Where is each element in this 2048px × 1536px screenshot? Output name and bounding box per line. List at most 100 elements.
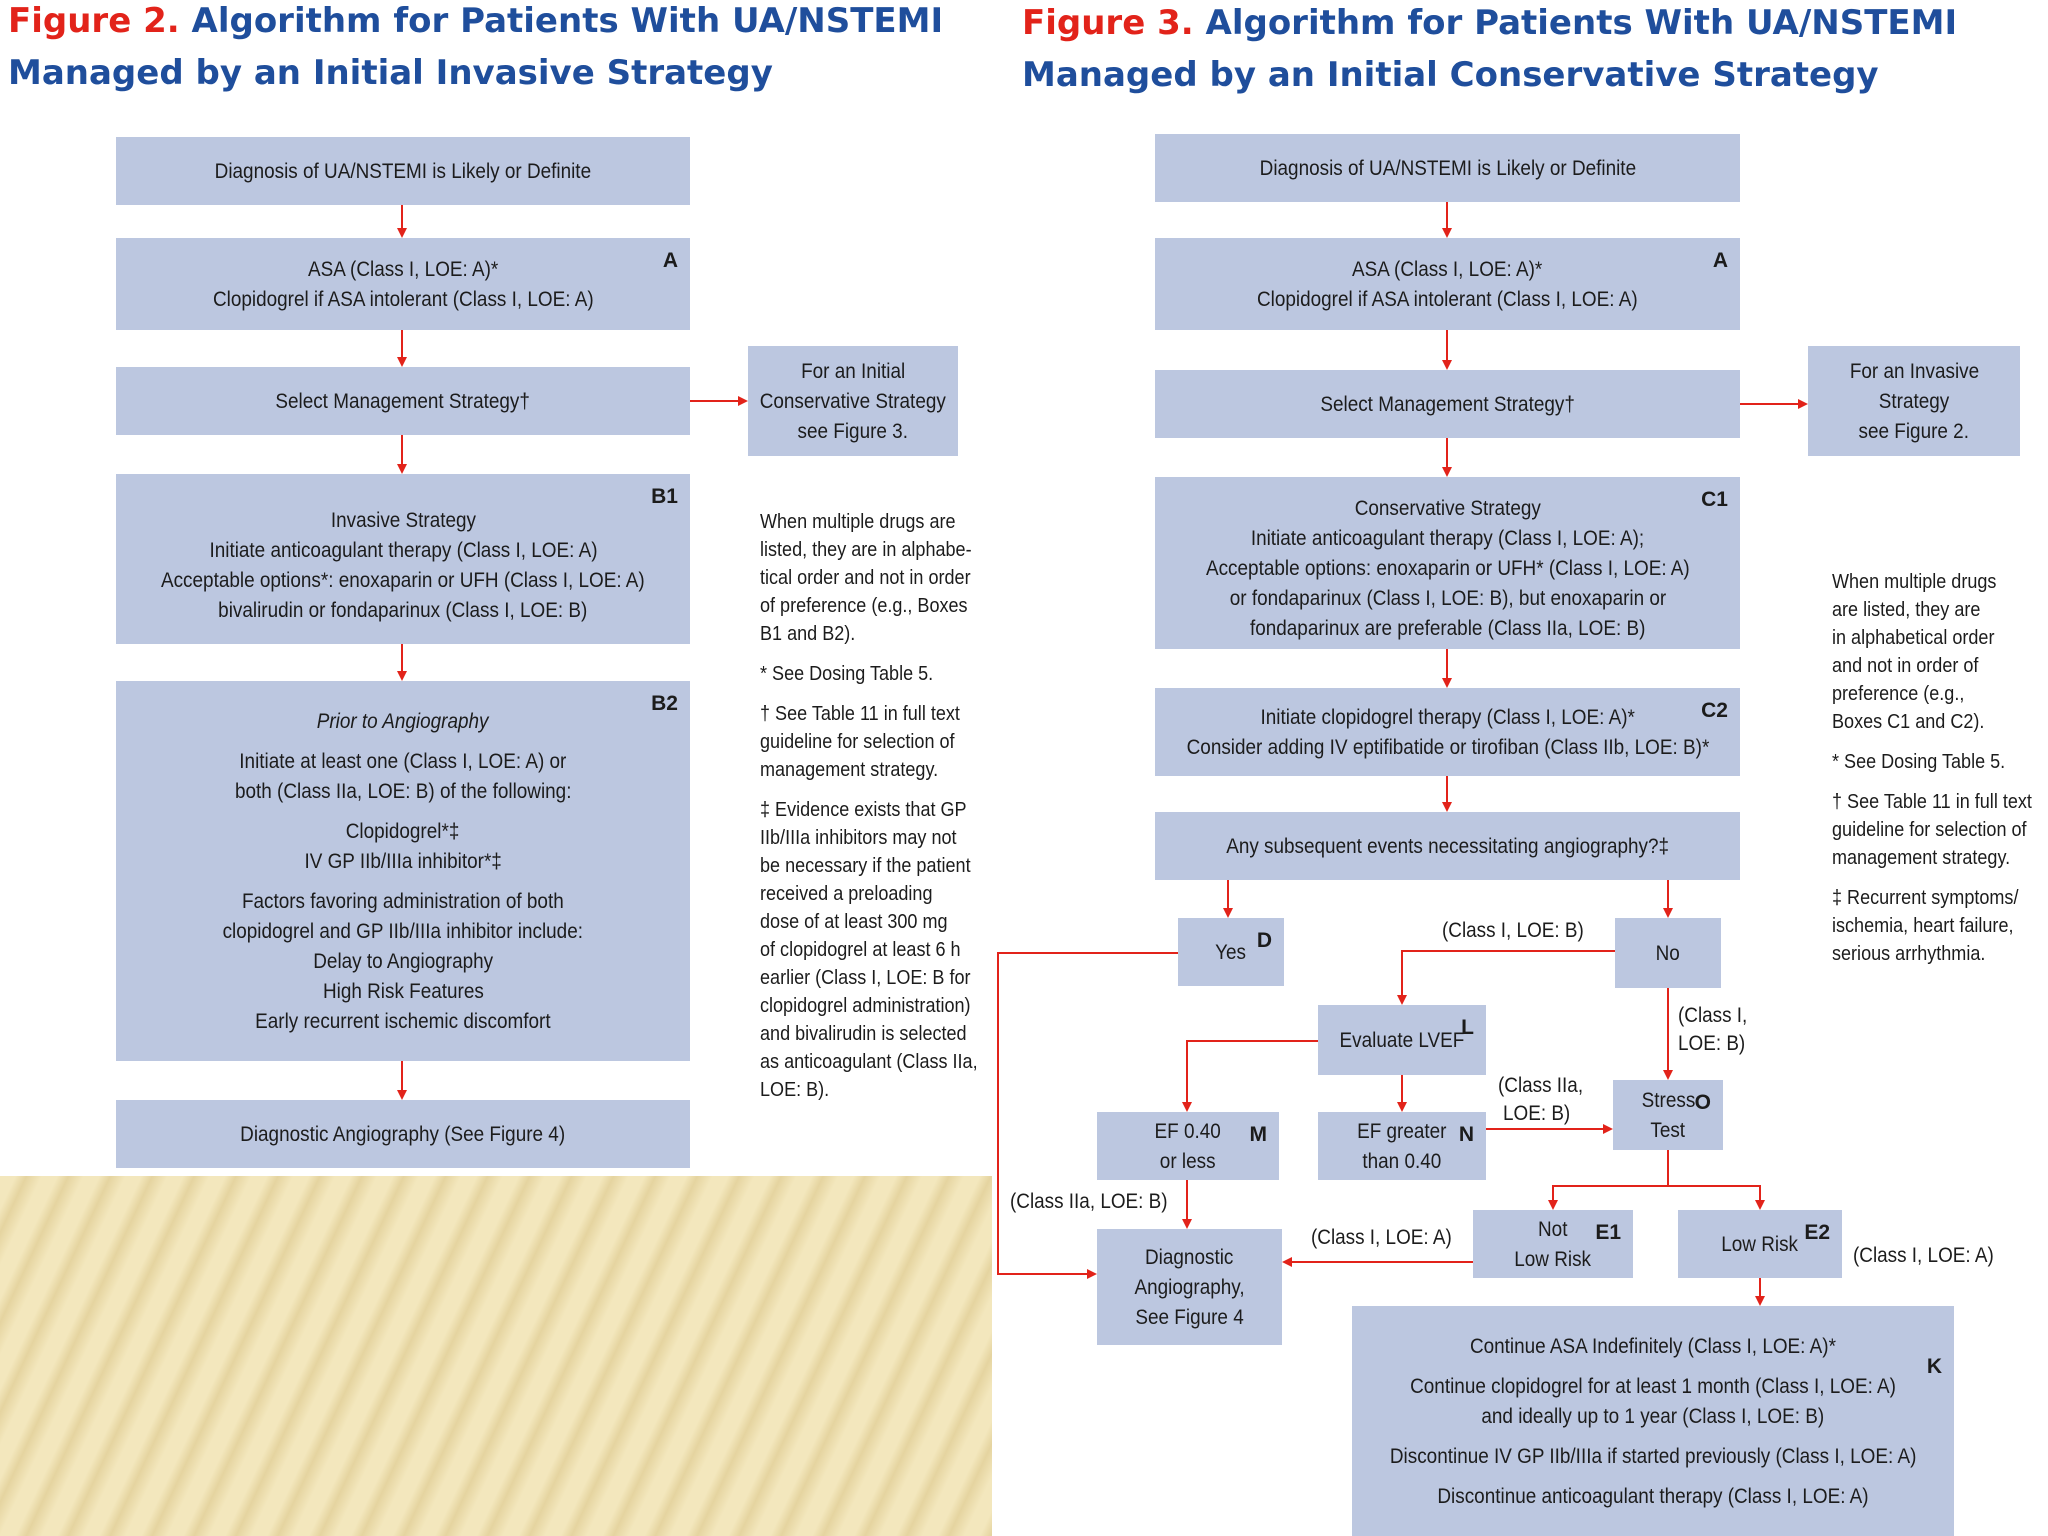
fig3-side-line3: see Figure 2. (1858, 419, 1970, 443)
fig2-final-text: Diagnostic Angiography (See Figure 4) (240, 1122, 566, 1146)
fig3-no-box: No (1615, 918, 1721, 988)
fig2-note4-l4: received a preloading (760, 882, 933, 905)
fig3-box-a: A ASA (Class I, LOE: A)* Clopidogrel if … (1155, 238, 1740, 330)
fig3-ef-less-line2: or less (1160, 1149, 1216, 1173)
fig2-diagnosis-text: Diagnosis of UA/NSTEMI is Likely or Defi… (214, 159, 592, 183)
figure2-title-line1: Algorithm for Patients With UA/NSTEMI (191, 1, 944, 41)
fig3-note2: * See Dosing Table 5. (1832, 748, 2032, 776)
fig3-diag-line1: Diagnostic (1145, 1245, 1234, 1269)
fig2-box-b2-line4: Clopidogrel*‡ (346, 819, 460, 843)
fig2-box-b1-tag: B1 (651, 485, 678, 508)
fig3-label-e2-to-k: (Class I, LOE: A) (1853, 1244, 1994, 1267)
fig2-box-a-line2: Clopidogrel if ASA intolerant (Class I, … (212, 287, 594, 311)
fig2-note4: ‡ Evidence exists that GP IIb/IIIa inhib… (760, 796, 978, 1104)
fig3-not-low-line2: Low Risk (1514, 1247, 1592, 1271)
textured-background-strip (0, 1176, 992, 1536)
fig3-label-no-to-lvef: (Class I, LOE: B) (1442, 919, 1584, 942)
fig2-box-b1-line2: Initiate anticoagulant therapy (Class I,… (208, 538, 598, 562)
fig3-note4-l3: serious arrhythmia. (1832, 942, 1986, 965)
fig2-note4-l7: earlier (Class I, LOE: B for (760, 966, 971, 989)
fig3-not-low-tag: E1 (1595, 1221, 1621, 1244)
fig2-box-b1-line1: Invasive Strategy (330, 508, 476, 532)
fig2-note1-l1: When multiple drugs are (760, 510, 956, 533)
fig2-note1-l4: of preference (e.g., Boxes (760, 594, 968, 617)
fig3-box-c1-line4: or fondaparinux (Class I, LOE: B), but e… (1229, 586, 1666, 610)
fig3-note3: † See Table 11 in full text guideline fo… (1832, 788, 2032, 872)
fig3-box-c2-tag: C2 (1701, 699, 1728, 722)
fig2-conservative-link-box: For an Initial Conservative Strategy see… (748, 346, 958, 456)
fig2-side-line3: see Figure 3. (797, 419, 909, 443)
fig3-lvef-box: L Evaluate LVEF (1318, 1005, 1486, 1075)
fig2-box-a-line1: ASA (Class I, LOE: A)* (307, 257, 499, 281)
fig2-note4-l6: of clopidogrel at least 6 h (760, 938, 961, 961)
fig2-note1-l3: tical order and not in order (760, 566, 971, 589)
fig3-label-no-to-stress-2: LOE: B) (1678, 1032, 1746, 1055)
fig3-diag-line2: Angiography, (1134, 1275, 1245, 1299)
fig3-diagnostic-angiography-box: Diagnostic Angiography, See Figure 4 (1097, 1229, 1282, 1345)
fig2-note4-l11: LOE: B). (760, 1078, 830, 1101)
fig3-select-strategy-box: Select Management Strategy† (1155, 370, 1740, 438)
fig2-box-b1-line4: bivalirudin or fondaparinux (Class I, LO… (218, 598, 588, 622)
fig3-note1-l4: and not in order of (1832, 654, 1979, 677)
fig3-note1-l5: preference (e.g., (1832, 682, 1965, 705)
fig3-events-text: Any subsequent events necessitating angi… (1226, 834, 1669, 858)
fig3-box-k-line1: Continue ASA Indefinitely (Class I, LOE:… (1470, 1334, 1836, 1358)
fig3-low-label: Low Risk (1721, 1232, 1799, 1256)
fig3-diag-line3: See Figure 4 (1135, 1305, 1244, 1329)
fig3-box-k: K Continue ASA Indefinitely (Class I, LO… (1352, 1306, 1954, 1536)
fig3-ef-greater-line1: EF greater (1357, 1119, 1447, 1143)
figure3-title-line2: Managed by an Initial Conservative Strat… (1022, 55, 1879, 95)
fig3-label-n-to-stress-1: (Class IIa, (1498, 1074, 1584, 1097)
fig2-box-a: A ASA (Class I, LOE: A)* Clopidogrel if … (116, 238, 690, 330)
fig3-diagnosis-text: Diagnosis of UA/NSTEMI is Likely or Defi… (1259, 156, 1636, 180)
fig2-note3-l1: † See Table 11 in full text (760, 702, 960, 725)
fig2-note3-l3: management strategy. (760, 758, 939, 781)
fig2-box-b2: B2 Prior to Angiography Initiate at leas… (116, 681, 690, 1061)
fig2-box-b2-line10: Early recurrent ischemic discomfort (255, 1009, 551, 1033)
fig3-note1: When multiple drugs are listed, they are… (1832, 568, 2032, 736)
fig3-box-a-line2: Clopidogrel if ASA intolerant (Class I, … (1257, 287, 1638, 311)
fig2-box-a-tag: A (662, 249, 678, 272)
fig3-box-c1-line2: Initiate anticoagulant therapy (Class I,… (1250, 526, 1645, 550)
fig3-box-c2-line1: Initiate clopidogrel therapy (Class I, L… (1260, 705, 1635, 729)
fig3-box-a-tag: A (1712, 249, 1728, 272)
fig3-yes-box: D Yes (1178, 918, 1284, 986)
fig3-note4-l2: ischemia, heart failure, (1832, 914, 2014, 937)
figure3-number: Figure 3. (1022, 3, 1194, 43)
arrow-f3-lvef-to-ef-less (1182, 1040, 1318, 1112)
fig3-events-box: Any subsequent events necessitating angi… (1155, 812, 1740, 880)
fig3-ef-less-box: M EF 0.40 or less (1097, 1112, 1279, 1180)
fig3-notes: When multiple drugs are listed, they are… (1832, 568, 2048, 980)
fig3-not-low-risk-box: E1 Not Low Risk (1473, 1210, 1633, 1278)
fig3-box-c1-tag: C1 (1701, 488, 1728, 511)
fig3-ef-greater-line2: than 0.40 (1362, 1149, 1442, 1173)
fig3-note1-l3: in alphabetical order (1832, 626, 1995, 649)
fig3-note1-l1: When multiple drugs (1832, 570, 1997, 593)
fig3-label-m-to-diag: (Class IIa, LOE: B) (1010, 1190, 1168, 1213)
fig3-note3-l1: † See Table 11 in full text (1832, 790, 2032, 813)
fig3-side-line2: Strategy (1878, 389, 1950, 413)
fig3-box-c2-line2: Consider adding IV eptifibatide or tirof… (1186, 735, 1709, 759)
fig3-yes-label: Yes (1215, 940, 1247, 964)
figure2-title: Figure 2. Algorithm for Patients With UA… (8, 0, 943, 46)
fig3-label-no-to-stress-1: (Class I, (1678, 1004, 1748, 1027)
arrow-f3-stress-to-low (1668, 1185, 1765, 1210)
fig3-no-label: No (1655, 941, 1681, 965)
fig2-side-line1: For an Initial (800, 359, 906, 383)
fig3-ef-less-line1: EF 0.40 (1154, 1119, 1222, 1143)
fig2-note2: * See Dosing Table 5. (760, 660, 978, 688)
fig3-select-strategy-text: Select Management Strategy† (1320, 392, 1575, 416)
figure2-number: Figure 2. (8, 1, 180, 41)
fig3-box-c1: C1 Conservative Strategy Initiate antico… (1155, 477, 1740, 649)
fig3-box-k-line5: Discontinue anticoagulant therapy (Class… (1437, 1484, 1869, 1508)
fig2-note4-l10: as anticoagulant (Class IIa, (760, 1050, 978, 1073)
fig2-box-b2-tag: B2 (651, 692, 678, 715)
fig2-box-b2-line6: Factors favoring administration of both (242, 889, 564, 913)
figure3-title-line1: Algorithm for Patients With UA/NSTEMI (1205, 3, 1958, 43)
fig2-diagnosis-box: Diagnosis of UA/NSTEMI is Likely or Defi… (116, 137, 690, 205)
fig2-select-strategy-text: Select Management Strategy† (275, 389, 531, 413)
fig3-box-k-line3: and ideally up to 1 year (Class I, LOE: … (1481, 1404, 1825, 1428)
fig3-stress-line1: Stress (1641, 1088, 1695, 1112)
fig2-box-b2-line9: High Risk Features (322, 979, 484, 1003)
arrow-f3-stress-to-not-low (1548, 1150, 1669, 1210)
